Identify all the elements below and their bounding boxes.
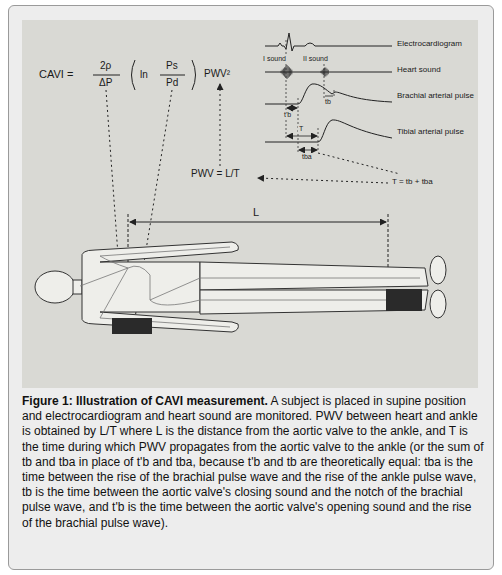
formula-term: Ps (165, 60, 179, 71)
formula-term: ln (139, 69, 149, 80)
distance-label: L (252, 206, 260, 218)
pwv-equation: PWV = L/T (190, 168, 241, 179)
formula-strokes (93, 60, 196, 90)
signal-name: Brachial arterial pulse (396, 92, 475, 101)
interval-label: tb (324, 98, 332, 106)
formula-term: PWV² (203, 68, 231, 79)
signal-name: Heart sound (396, 66, 442, 75)
interval-label: tba (301, 153, 313, 161)
cuffs (112, 289, 422, 334)
formula-term: ΔP (98, 77, 113, 88)
formula-term: Pd (165, 77, 179, 88)
sound-label: II sound (302, 55, 329, 63)
time-equation: T = tb + tba (391, 178, 434, 187)
signal-name: Tibial arterial pulse (396, 128, 465, 137)
supine-body (35, 242, 446, 332)
interval-label: T (298, 125, 304, 133)
arteries (80, 247, 420, 327)
sound-label: I sound (262, 55, 287, 63)
formula-term: CAVI = (38, 68, 74, 80)
interval-label: t'b (283, 111, 292, 119)
timing-arrows (287, 96, 333, 150)
figure-title: Figure 1: Illustration of CAVI measureme… (22, 394, 268, 408)
waveforms (265, 33, 392, 142)
formula-term: 2ρ (99, 60, 112, 71)
figure-caption: Figure 1: Illustration of CAVI measureme… (22, 394, 484, 531)
timing-markers (286, 40, 334, 152)
signal-name: Electrocardiogram (396, 40, 463, 49)
caption-text: A subject is placed in supine position a… (22, 394, 484, 530)
photo-ground (22, 20, 478, 388)
